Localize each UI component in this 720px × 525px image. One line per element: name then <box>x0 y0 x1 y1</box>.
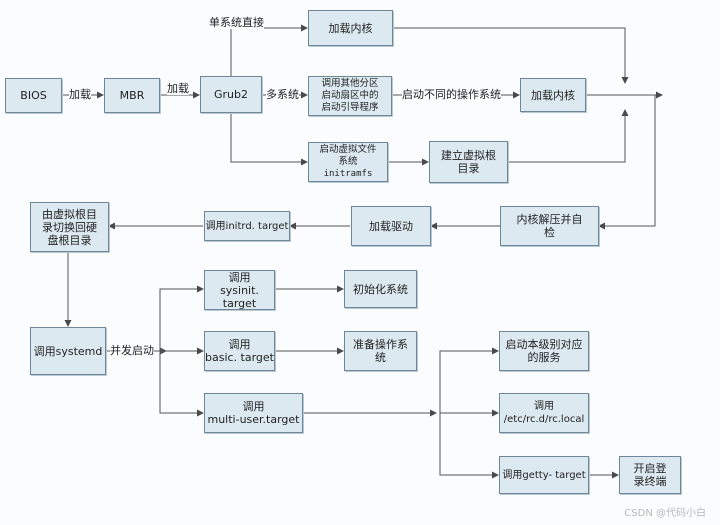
systemd-node: 调用systemd <box>30 327 106 375</box>
label-parallel-start: 并发启动 <box>110 344 154 357</box>
load-kernel-mid-node: 加载内核 <box>520 78 586 112</box>
run-level-services-node: 启动本级别对应 的服务 <box>499 331 589 371</box>
bios-node: BIOS <box>5 78 62 113</box>
rc-local-node: 调用 /etc/rc.d/rc.local <box>499 393 589 433</box>
prepare-os-node: 准备操作系 统 <box>344 331 417 371</box>
basic-target-node: 调用 basic. target <box>204 331 275 371</box>
label-multi-system: 多系统 <box>266 88 299 101</box>
load-kernel-top-node: 加载内核 <box>308 10 393 46</box>
getty-target-node: 调用getty- target <box>499 456 589 494</box>
kernel-unpack-node: 内核解压并自 检 <box>500 206 599 246</box>
virtual-root-node: 建立虚拟根 目录 <box>429 141 508 183</box>
mbr-node: MBR <box>104 78 160 113</box>
watermark: CSDN @代码小白 <box>624 508 706 519</box>
switch-root-node: 由虚拟根目 录切换回硬 盘根目录 <box>30 202 109 252</box>
sysinit-target-node: 调用 sysinit. target <box>204 270 275 310</box>
load-driver-node: 加载驱动 <box>351 206 431 246</box>
label-boot-other-os: 启动不同的操作系统 <box>402 88 501 101</box>
vfs-node: 启动虚拟文件 系统 initramfs <box>308 142 388 182</box>
label-bios-mbr: 加载 <box>69 88 91 101</box>
initrd-target-node: 调用initrd. target <box>204 211 290 241</box>
label-single-system: 单系统直接 <box>209 16 264 29</box>
multiuser-target-node: 调用 multi-user.target <box>204 393 303 433</box>
init-system-node: 初始化系统 <box>344 270 417 308</box>
other-partition-node: 调用其他分区 启动扇区中的 启动引导程序 <box>308 76 392 116</box>
label-mbr-grub: 加载 <box>167 82 189 95</box>
grub2-node: Grub2 <box>200 76 262 113</box>
login-terminal-node: 开启登 录终端 <box>619 456 681 494</box>
